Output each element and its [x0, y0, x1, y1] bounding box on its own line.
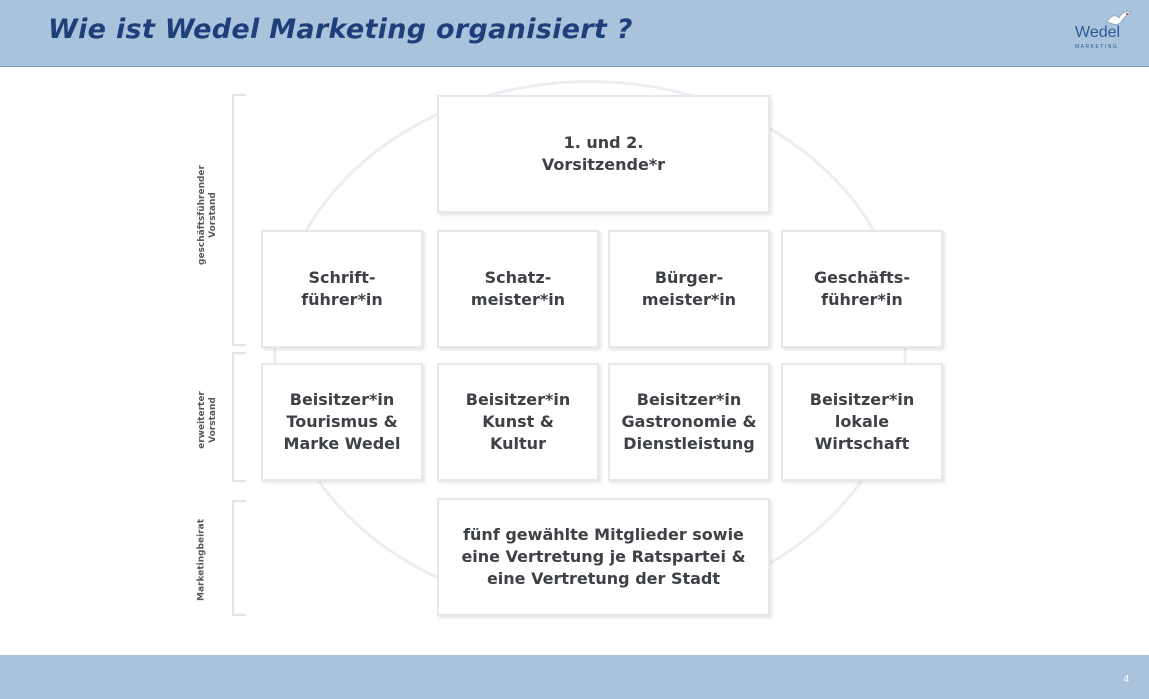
box-assessor-gastronomy-text: Beisitzer*in Gastronomie & Dienstleistun… [621, 390, 757, 453]
label-marketing-advisory-board: Marketingbeirat [196, 519, 207, 601]
box-advisory-board: fünf gewählte Mitglieder sowie eine Vert… [437, 498, 770, 616]
seagull-icon [1106, 11, 1132, 26]
bracket-extended [232, 352, 246, 482]
bracket-executive [232, 94, 246, 346]
box-assessor-economy: Beisitzer*in lokale Wirtschaft [781, 363, 943, 481]
box-assessor-culture: Beisitzer*in Kunst & Kultur [437, 363, 599, 481]
logo-subtext: MARKETING [1075, 44, 1119, 50]
box-assessor-tourism-text: Beisitzer*in Tourismus & Marke Wedel [283, 390, 401, 453]
box-treasurer: Schatz- meister*in [437, 230, 599, 348]
box-assessor-tourism: Beisitzer*in Tourismus & Marke Wedel [261, 363, 423, 481]
box-chair-text: 1. und 2. Vorsitzende*r [541, 133, 666, 174]
box-mayor: Bürger- meister*in [608, 230, 770, 348]
bracket-advisory [232, 500, 246, 616]
label-extended-board: erweiterter Vorstand [197, 391, 218, 449]
header-bar: Wie ist Wedel Marketing organisiert ? We… [0, 0, 1149, 67]
box-treasurer-text: Schatz- meister*in [470, 268, 566, 309]
page-number: 4 [1123, 674, 1129, 685]
box-advisory-board-text: fünf gewählte Mitglieder sowie eine Vert… [461, 525, 746, 588]
box-mayor-text: Bürger- meister*in [641, 268, 737, 309]
box-assessor-culture-text: Beisitzer*in Kunst & Kultur [465, 390, 571, 453]
logo-text: Wedel [1075, 24, 1121, 41]
box-assessor-economy-text: Beisitzer*in lokale Wirtschaft [809, 390, 915, 453]
slide-title: Wie ist Wedel Marketing organisiert ? [48, 14, 633, 45]
box-managing-director-text: Geschäfts- führer*in [814, 268, 910, 309]
box-assessor-gastronomy: Beisitzer*in Gastronomie & Dienstleistun… [608, 363, 770, 481]
box-managing-director: Geschäfts- führer*in [781, 230, 943, 348]
box-secretary: Schrift- führer*in [261, 230, 423, 348]
box-chair: 1. und 2. Vorsitzende*r [437, 95, 770, 213]
label-executive-board: geschäftsführender Vorstand [197, 165, 218, 265]
wedel-marketing-logo: Wedel MARKETING [1065, 8, 1135, 56]
box-secretary-text: Schrift- führer*in [301, 268, 383, 309]
footer-bar: 4 [0, 655, 1149, 699]
